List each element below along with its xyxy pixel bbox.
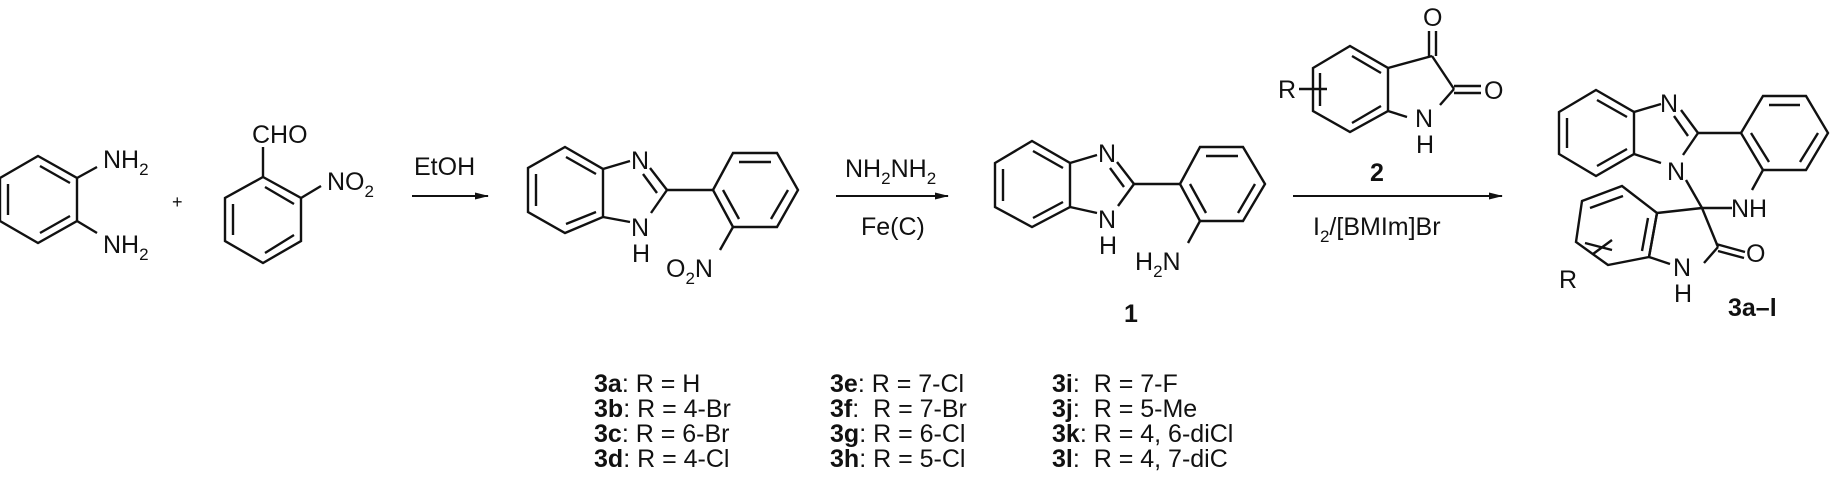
imidazole-h: H: [632, 240, 650, 268]
amine-label-bottom: NH2: [103, 231, 149, 264]
intermediate-nitrophenyl-benzimidazole: N N H O2N: [526, 145, 800, 288]
imidazole-h: H: [1099, 232, 1117, 260]
isatin-n: N: [1415, 105, 1433, 133]
substituent-row: 3k: R = 4, 6-diCl: [1052, 420, 1234, 448]
product-3a-l-label: 3a–l: [1728, 294, 1777, 322]
product-n-top: N: [1660, 90, 1678, 118]
substituent-row: 3i: R = 7-F: [1052, 370, 1178, 398]
substituent-column-3: 3i: R = 7-F 3j: R = 5-Me 3k: R = 4, 6-di…: [1052, 372, 1233, 472]
imidazole-n-top: N: [1098, 140, 1116, 168]
substituent-row: 3g: R = 6-Cl: [830, 420, 966, 448]
product-lactam-h: H: [1674, 280, 1692, 308]
reaction-arrow-step-3: I2/[BMIm]Br: [1293, 192, 1503, 246]
reaction-arrow-step-2: NH2NH2 Fe(C): [836, 155, 949, 241]
reagent-ethanol: EtOH: [414, 153, 475, 181]
compound-2-label: 2: [1370, 159, 1384, 187]
reagent-2-isatin: R O O N H 2: [1278, 4, 1503, 187]
nitro-label: NO2: [327, 168, 374, 201]
isatin-h: H: [1416, 131, 1434, 159]
substituent-column-2: 3e: R = 7-Cl 3f: R = 7-Br 3g: R = 6-Cl 3…: [830, 372, 967, 472]
reaction-arrow-step-1: EtOH: [412, 153, 489, 200]
reactant-o-phenylenediamine: NH2 NH2: [0, 146, 149, 264]
nitro-label: O2N: [666, 255, 713, 288]
substituent-row: 3l: R = 4, 7-diC: [1052, 445, 1228, 473]
compound-1-aminophenyl-benzimidazole: N N H H2N 1: [993, 139, 1267, 328]
reagent-iodine-ionic-liquid: I2/[BMIm]Br: [1313, 213, 1441, 246]
substituent-row: 3h: R = 5-Cl: [830, 445, 966, 473]
substituent-row: 3b: R = 4-Br: [594, 395, 731, 423]
product-r-label: R: [1559, 266, 1577, 294]
product-lactam-n: N: [1673, 254, 1691, 282]
product-n-mid: N: [1667, 158, 1685, 186]
product-3-spiro-compound: N N NH O N H R 3a–l: [1557, 88, 1830, 322]
substituent-row: 3f: R = 7-Br: [830, 395, 967, 423]
product-carbonyl-o: O: [1746, 240, 1765, 268]
substituent-row: 3j: R = 5-Me: [1052, 395, 1198, 423]
isatin-r-label: R: [1278, 76, 1296, 104]
substituent-row: 3d: R = 4-Cl: [594, 445, 730, 473]
imidazole-n-bottom: N: [631, 214, 649, 242]
substituent-row: 3c: R = 6-Br: [594, 420, 730, 448]
substituent-column-1: 3a: R = H 3b: R = 4-Br 3c: R = 6-Br 3d: …: [594, 372, 731, 472]
imidazole-n-top: N: [631, 147, 649, 175]
substituent-row: 3e: R = 7-Cl: [830, 370, 965, 398]
reactant-2-nitrobenzaldehyde: CHO NO2: [223, 121, 374, 265]
isatin-o-right: O: [1484, 77, 1503, 105]
reagent-hydrazine: NH2NH2: [845, 155, 936, 188]
substituent-row: 3a: R = H: [594, 370, 701, 398]
reagent-fe-c: Fe(C): [861, 213, 925, 241]
plus-sign: +: [172, 192, 183, 212]
amine-label-top: NH2: [103, 146, 149, 179]
product-nh: NH: [1731, 195, 1767, 223]
aldehyde-label: CHO: [252, 121, 308, 149]
isatin-o-top: O: [1423, 4, 1442, 32]
imidazole-n-bottom: N: [1098, 206, 1116, 234]
compound-1-label: 1: [1124, 300, 1138, 328]
amine-label: H2N: [1135, 248, 1181, 281]
